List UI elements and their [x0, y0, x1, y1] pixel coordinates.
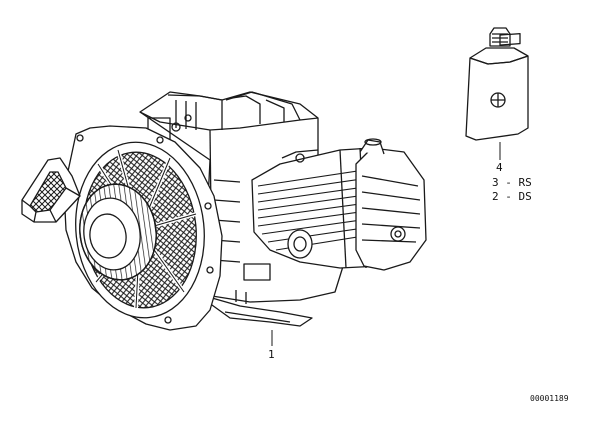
- roundel-logo-icon: [490, 92, 506, 108]
- engine-assembly: [21, 91, 427, 331]
- cylinder-head: [251, 138, 427, 271]
- callout-oil-variant-rs: 3 - RS: [492, 176, 532, 189]
- callout-1: 1: [268, 348, 275, 361]
- starter-handle: [21, 157, 81, 223]
- callout-oil-variant-ds: 2 - DS: [492, 190, 532, 203]
- oil-bottle: [465, 27, 529, 141]
- diagram-code: 00001189: [530, 394, 569, 403]
- leader-lines: [271, 142, 501, 346]
- oil-pan: [204, 295, 313, 327]
- callout-4: 4: [496, 161, 503, 174]
- fan-housing: [63, 125, 223, 331]
